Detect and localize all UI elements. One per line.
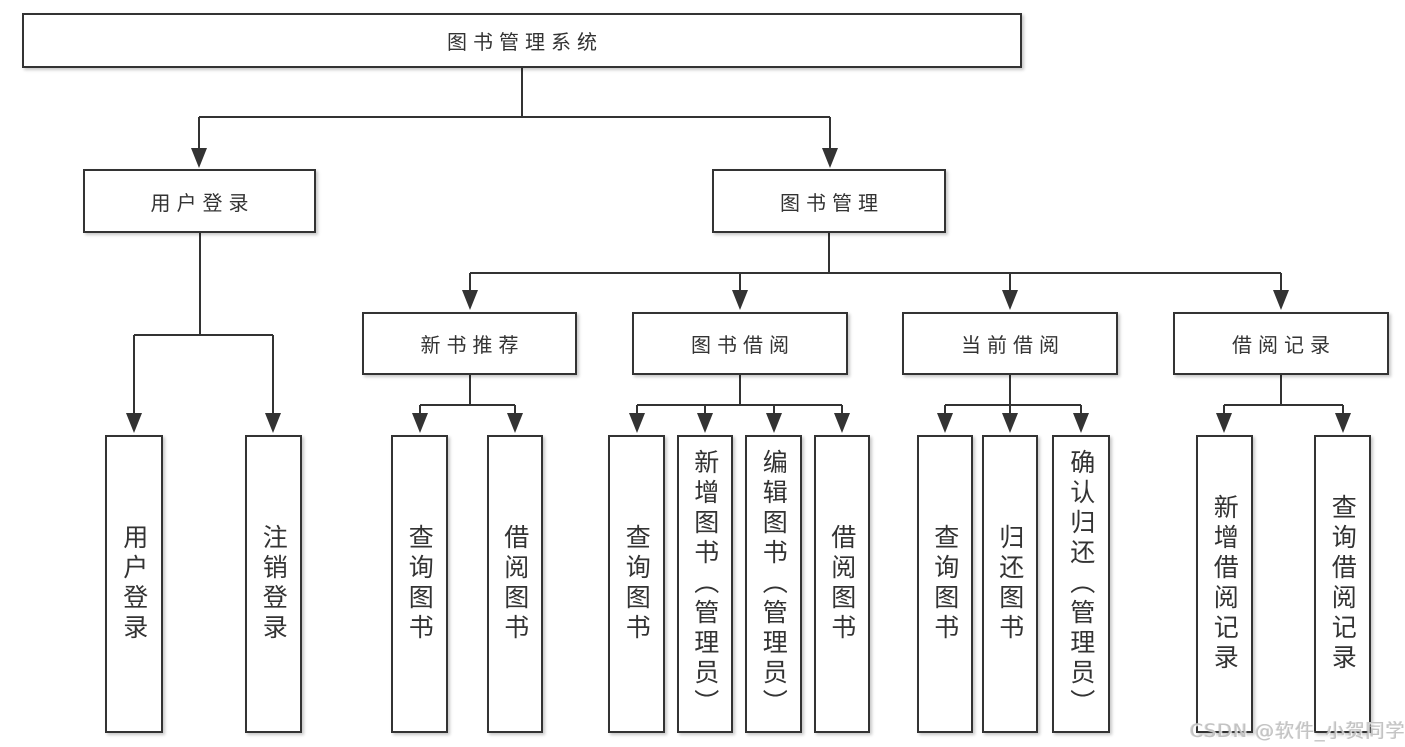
leaf-user-login: 用户登录 [105,435,163,733]
node-book-management: 图书管理 [712,169,946,233]
leaf-query-borrow-record: 查询借阅记录 [1314,435,1371,733]
arrowheads [126,148,1351,433]
leaf-add-borrow-record: 新增借阅记录 [1196,435,1253,733]
node-current-borrow: 当前借阅 [902,312,1118,375]
leaf-edit-books-admin: 编辑图书（管理员） [745,435,802,733]
leaf-logout: 注销登录 [245,435,302,733]
node-root-system: 图书管理系统 [22,13,1022,68]
leaf-borrow-books-recommend: 借阅图书 [487,435,543,733]
leaf-query-books-recommend: 查询图书 [391,435,448,733]
leaf-borrow-books: 借阅图书 [814,435,870,733]
node-user-login: 用户登录 [83,169,316,233]
leaf-return-books: 归还图书 [982,435,1038,733]
node-new-book-recommend: 新书推荐 [362,312,577,375]
node-book-borrow: 图书借阅 [632,312,848,375]
csdn-watermark: CSDN @软件_小贺同学 [1190,720,1405,742]
leaf-query-books-borrow: 查询图书 [608,435,665,733]
leaf-confirm-return-admin: 确认归还（管理员） [1052,435,1110,733]
node-borrow-records: 借阅记录 [1173,312,1389,375]
leaf-add-books-admin: 新增图书（管理员） [677,435,733,733]
leaf-query-books-current: 查询图书 [917,435,973,733]
